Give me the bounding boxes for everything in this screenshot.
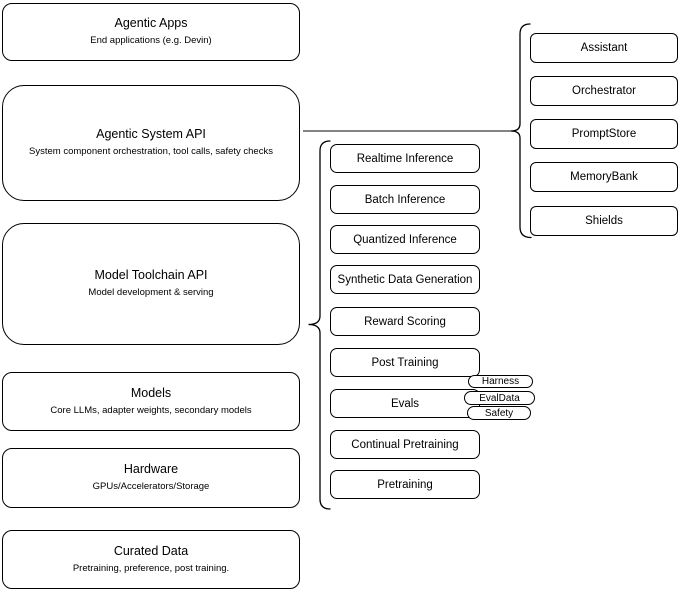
node-label: Pretraining bbox=[377, 478, 433, 491]
node-hardware: Hardware GPUs/Accelerators/Storage bbox=[2, 448, 300, 508]
node-subtitle: Model development & serving bbox=[88, 287, 214, 299]
node-orchestrator: Orchestrator bbox=[530, 76, 678, 106]
node-title: Model Toolchain API bbox=[94, 268, 208, 283]
node-quantized-inference: Quantized Inference bbox=[330, 225, 480, 254]
node-model-toolchain-api: Model Toolchain API Model development & … bbox=[2, 223, 300, 345]
node-label: Reward Scoring bbox=[364, 315, 446, 328]
components-brace bbox=[510, 23, 532, 239]
node-memory-bank: MemoryBank bbox=[530, 162, 678, 192]
node-title: Curated Data bbox=[113, 543, 189, 558]
node-subtitle: System component orchestration, tool cal… bbox=[29, 146, 273, 158]
node-title: Hardware bbox=[123, 462, 179, 477]
node-subtitle: Core LLMs, adapter weights, secondary mo… bbox=[50, 404, 252, 416]
node-title: Agentic System API bbox=[96, 127, 206, 142]
node-label: Assistant bbox=[580, 42, 628, 54]
node-pretraining: Pretraining bbox=[330, 470, 480, 499]
node-agentic-system-api: Agentic System API System component orch… bbox=[2, 85, 300, 201]
node-reward-scoring: Reward Scoring bbox=[330, 307, 480, 336]
node-models: Models Core LLMs, adapter weights, secon… bbox=[2, 372, 300, 431]
node-assistant: Assistant bbox=[530, 33, 678, 63]
node-label: Orchestrator bbox=[572, 85, 636, 97]
node-label: Batch Inference bbox=[364, 193, 446, 206]
node-continual-pretraining: Continual Pretraining bbox=[330, 430, 480, 459]
node-agentic-apps: Agentic Apps End applications (e.g. Devi… bbox=[2, 3, 300, 61]
node-label: PromptStore bbox=[571, 128, 637, 140]
node-prompt-store: PromptStore bbox=[530, 119, 678, 149]
node-synthetic-data-generation: Synthetic Data Generation bbox=[330, 265, 480, 294]
node-label: Shields bbox=[585, 215, 623, 227]
node-curated-data: Curated Data Pretraining, preference, po… bbox=[2, 530, 300, 589]
toolchain-brace bbox=[308, 140, 331, 510]
node-label: Quantized Inference bbox=[353, 233, 457, 246]
tag-label: Safety bbox=[484, 407, 514, 419]
node-shields: Shields bbox=[530, 206, 678, 236]
node-subtitle: Pretraining, preference, post training. bbox=[72, 562, 230, 574]
node-label: MemoryBank bbox=[570, 171, 638, 183]
node-label: Evals bbox=[390, 397, 420, 410]
node-label: Post Training bbox=[371, 356, 439, 369]
node-label: Continual Pretraining bbox=[351, 438, 459, 451]
tag-evaldata: EvalData bbox=[464, 391, 535, 405]
tag-safety: Safety bbox=[467, 406, 531, 420]
node-subtitle: GPUs/Accelerators/Storage bbox=[92, 481, 210, 493]
node-label: Synthetic Data Generation bbox=[337, 273, 473, 286]
node-title: Agentic Apps bbox=[114, 16, 188, 31]
node-evals: Evals bbox=[330, 389, 480, 418]
node-subtitle: End applications (e.g. Devin) bbox=[90, 35, 212, 47]
tag-harness: Harness bbox=[468, 375, 533, 388]
node-batch-inference: Batch Inference bbox=[330, 185, 480, 214]
node-title: Models bbox=[130, 385, 172, 400]
tag-label: EvalData bbox=[479, 392, 520, 404]
tag-label: Harness bbox=[481, 376, 520, 387]
node-post-training: Post Training bbox=[330, 348, 480, 377]
node-realtime-inference: Realtime Inference bbox=[330, 144, 480, 173]
node-label: Realtime Inference bbox=[356, 152, 454, 165]
